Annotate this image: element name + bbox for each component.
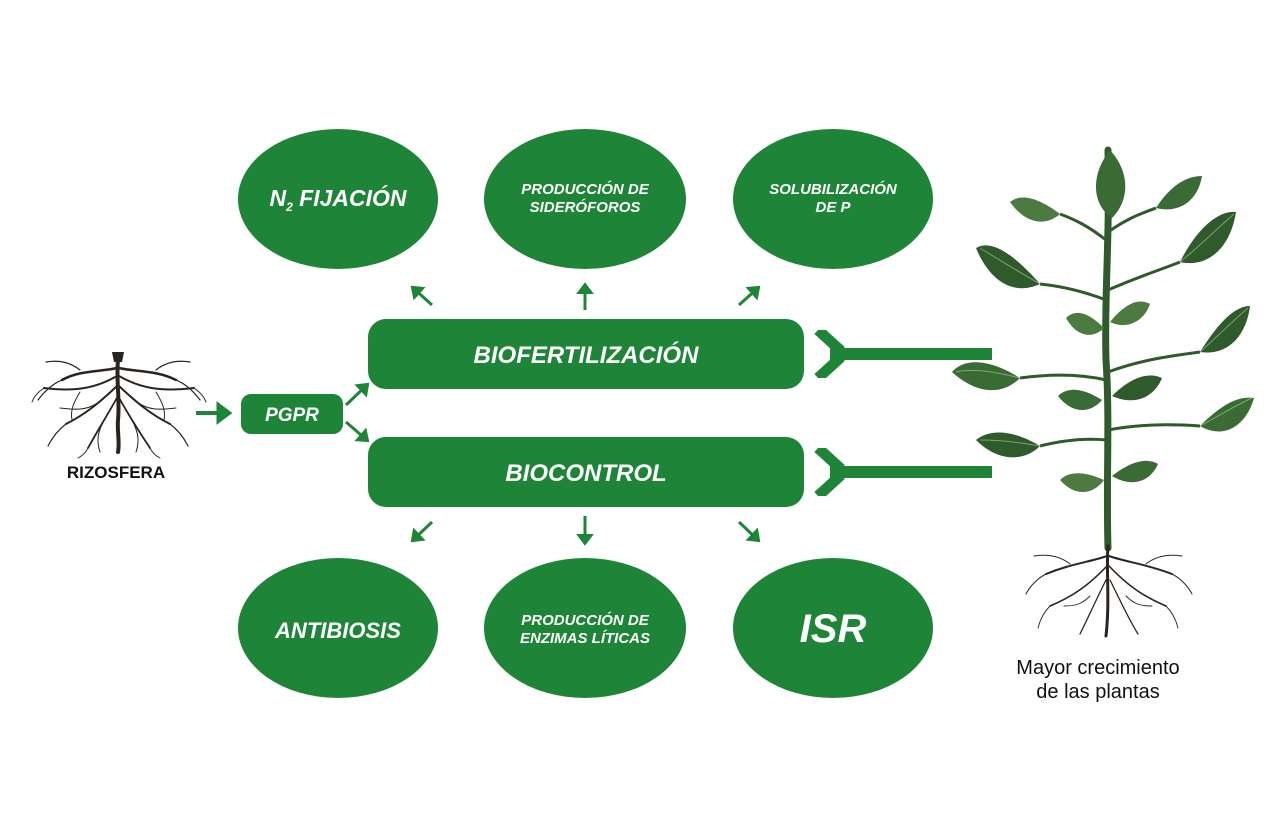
solubilizacion-line1: SOLUBILIZACIÓN: [769, 180, 898, 198]
enzimas-line2: ENZIMAS LÍTICAS: [520, 630, 650, 647]
biocontrol-label: BIOCONTROL: [505, 460, 666, 487]
sideroforos-line2: SIDERÓFOROS: [530, 198, 641, 216]
plant-caption-line1: Mayor crecimiento: [1016, 657, 1179, 679]
rizosfera-label: RIZOSFERA: [67, 463, 165, 482]
sideroforos-line1: PRODUCCIÓN DE: [521, 180, 650, 198]
node-sideroforos: PRODUCCIÓN DE SIDERÓFOROS: [484, 129, 686, 269]
node-solubilizacion: SOLUBILIZACIÓN DE P: [733, 129, 933, 269]
node-enzimas-liticas: PRODUCCIÓN DE ENZIMAS LÍTICAS: [484, 558, 686, 698]
plant-caption-line2: de las plantas: [1036, 681, 1159, 703]
solubilizacion-line2: DE P: [815, 199, 851, 216]
plant-icon: [952, 146, 1254, 638]
n2-main: N: [269, 185, 286, 211]
svg-text:N2 FIJACIÓN: N2 FIJACIÓN: [269, 184, 406, 214]
node-n2-fijacion: N2 FIJACIÓN: [238, 129, 438, 269]
isr-label: ISR: [800, 607, 867, 651]
arrow-bio-to-solubilizacion: [737, 285, 761, 307]
n2-subscript: 2: [285, 200, 293, 214]
biofertilizacion-label: BIOFERTILIZACIÓN: [474, 341, 700, 369]
biofertilizacion-bar: BIOFERTILIZACIÓN: [368, 319, 804, 389]
roots-icon: [31, 352, 207, 459]
antibiosis-label: ANTIBIOSIS: [274, 618, 401, 643]
arrow-biocontrol-to-antibiosis: [410, 520, 434, 543]
node-isr: ISR: [733, 558, 933, 698]
arrow-pgpr-to-biofertilizacion: [344, 382, 370, 407]
node-antibiosis: ANTIBIOSIS: [238, 558, 438, 698]
arrow-biocontrol-to-isr: [737, 520, 761, 543]
enzimas-line1: PRODUCCIÓN DE: [521, 611, 650, 629]
n2-rest: FIJACIÓN: [293, 184, 407, 211]
arrow-bio-to-n2: [410, 285, 434, 307]
biocontrol-bar: BIOCONTROL: [368, 437, 804, 507]
pgpr-label: PGPR: [265, 405, 319, 426]
pgpr-node: PGPR: [241, 394, 343, 434]
arrow-pgpr-to-biocontrol: [345, 420, 370, 443]
